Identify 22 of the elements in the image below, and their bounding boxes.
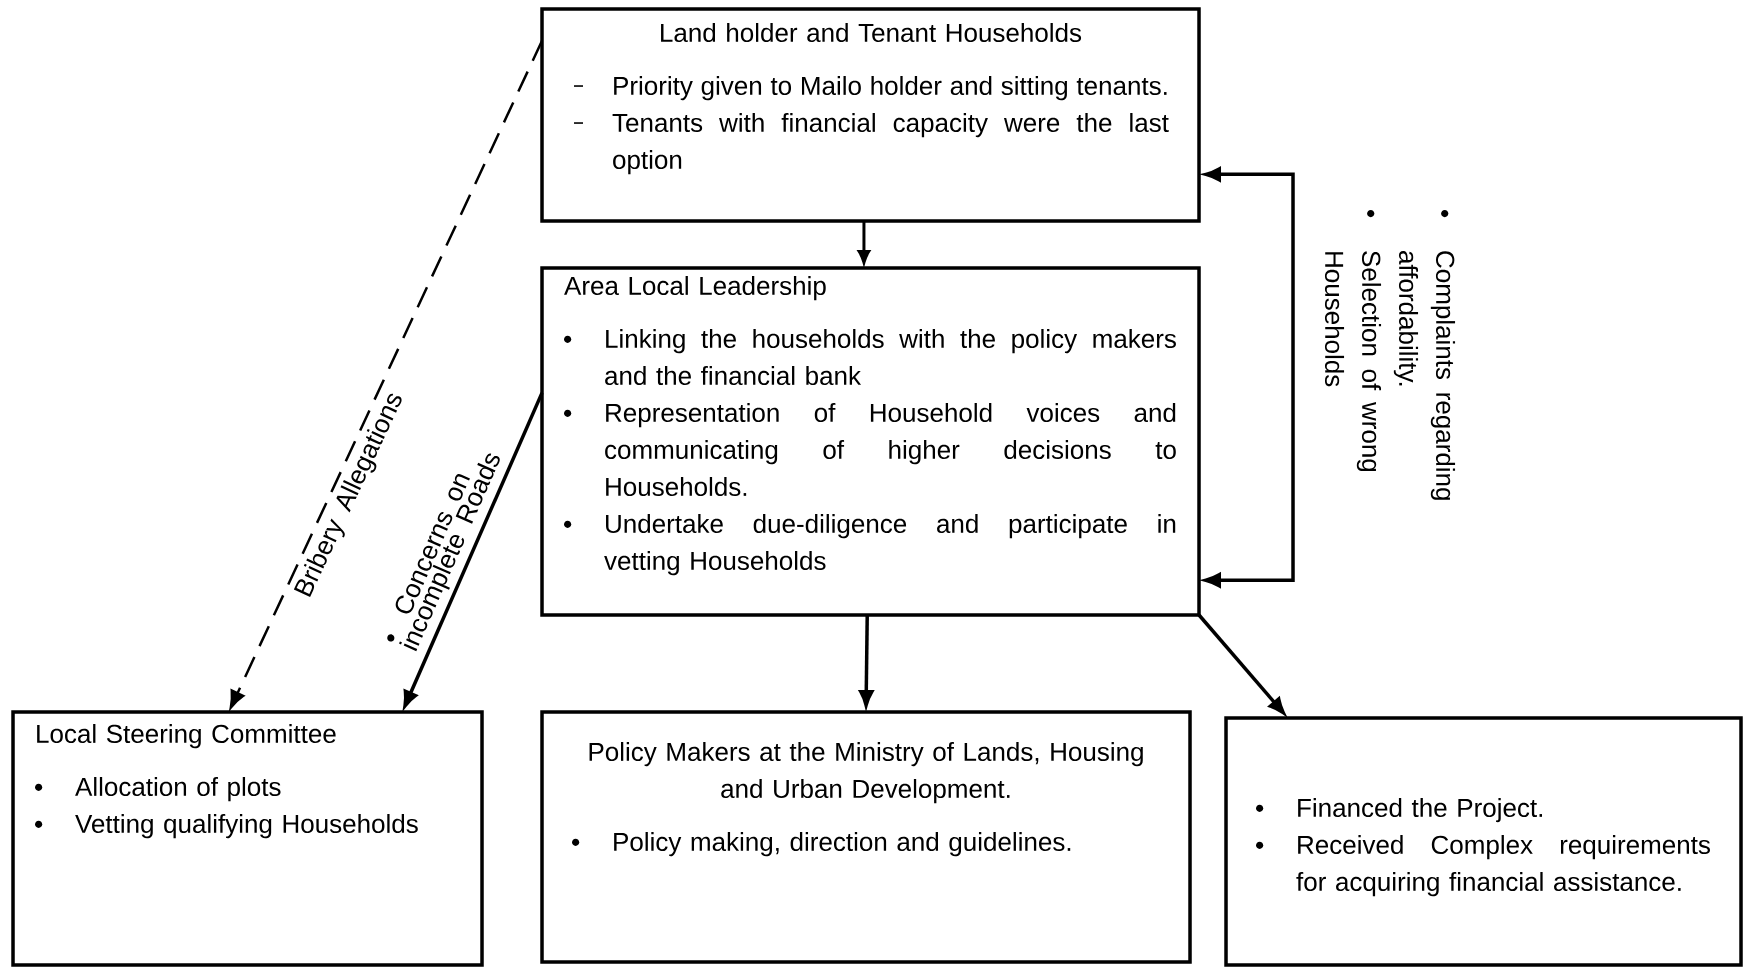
bullet-item: Tenants with financial capacity were the last option — [573, 113, 1169, 175]
bullet-item: Selection of wrong Households — [1324, 210, 1382, 472]
process-box — [540, 7, 1201, 223]
bullet-item: Complaints regarding affordability. — [1393, 210, 1456, 500]
bullet-item: Linking the households with the policy makers and the financial bank — [564, 329, 1176, 386]
bullet-item: Representation of Household voices and communicating of higher decisions to Households. — [564, 403, 1176, 497]
box-heading: Land holder and Tenant Households — [661, 23, 1082, 43]
process-box — [540, 266, 1201, 617]
bullet-item: Vetting qualifying Households — [35, 814, 418, 839]
box-heading: Policy Makers at the Ministry of Lands, Housing and Urban Development. — [589, 742, 1143, 804]
box-heading: Local Steering Committee — [37, 724, 336, 749]
bullet-item: Undertake due-diligence and participate in vetting Households — [564, 514, 1176, 576]
process-box — [1224, 716, 1743, 967]
bullet-item: Policy making, direction and guidelines. — [572, 832, 1071, 857]
bullet-item: Received Complex requirements for acquiring financial assistance. — [1256, 835, 1710, 897]
box-heading: Area Local Leadership — [564, 276, 826, 301]
bullet-item: Financed the Project. — [1256, 798, 1542, 823]
arrow — [857, 221, 871, 264]
process-box — [540, 710, 1192, 964]
bullet-item: Allocation of plots — [35, 777, 281, 802]
bullet-item: Priority given to Mailo holder and sitting tenants. — [573, 76, 1167, 101]
process-box — [11, 710, 484, 967]
